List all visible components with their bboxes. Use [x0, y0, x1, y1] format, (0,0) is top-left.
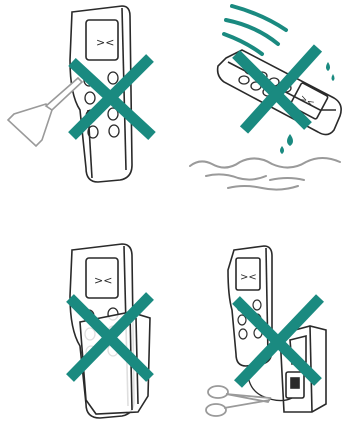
scissors-icon: [206, 386, 270, 416]
remote-face-glyph: ><: [96, 36, 114, 49]
panel-no-water: ><: [190, 6, 341, 190]
remote-face-glyph: ><: [240, 272, 257, 283]
panel-no-cutting-cable: ><: [206, 246, 326, 416]
panel-no-sleeve-modification: ><: [70, 244, 150, 418]
panel-no-screwdriver: ><: [8, 6, 152, 182]
screwdriver-icon: [8, 78, 82, 146]
water-splash-icon: [224, 6, 286, 54]
remote-face-glyph: ><: [94, 274, 112, 287]
water-waves: [190, 158, 340, 190]
